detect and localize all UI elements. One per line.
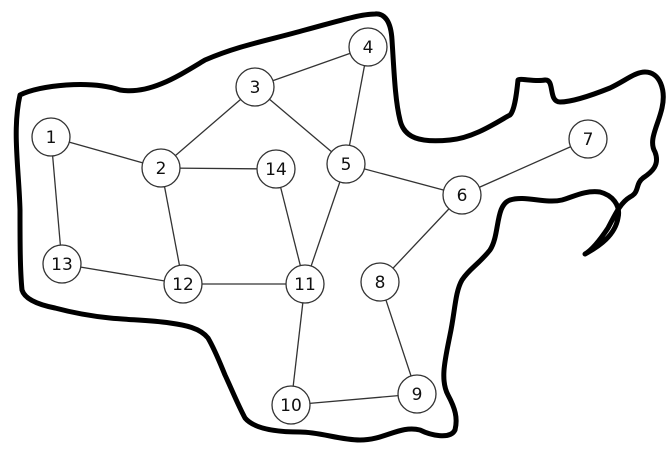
node-circle bbox=[360, 262, 400, 302]
edge-11-14 bbox=[275, 168, 306, 285]
node-9: 9 bbox=[397, 374, 437, 414]
node-label: 2 bbox=[156, 159, 167, 179]
node-1: 1 bbox=[31, 117, 71, 157]
edge-6-8 bbox=[379, 194, 463, 283]
node-circle bbox=[31, 117, 71, 157]
node-5: 5 bbox=[326, 144, 366, 184]
node-circle bbox=[141, 148, 181, 188]
edge-5-11 bbox=[304, 163, 347, 285]
node-label: 5 bbox=[341, 155, 352, 175]
edge-8-9 bbox=[379, 281, 418, 395]
node-label: 6 bbox=[457, 186, 468, 206]
node-13: 13 bbox=[42, 244, 82, 284]
edge-5-6 bbox=[345, 163, 463, 196]
node-circle bbox=[42, 244, 82, 284]
edge-3-4 bbox=[254, 46, 369, 88]
node-circle bbox=[326, 144, 366, 184]
node-circle bbox=[442, 175, 482, 215]
node-label: 1 bbox=[46, 128, 57, 148]
node-circle bbox=[397, 374, 437, 414]
node-circle bbox=[285, 264, 325, 304]
node-circle bbox=[256, 149, 296, 189]
edge-12-13 bbox=[61, 263, 184, 285]
node-label: 4 bbox=[363, 38, 374, 58]
node-label: 12 bbox=[172, 275, 194, 295]
node-11: 11 bbox=[285, 264, 325, 304]
node-14: 14 bbox=[256, 149, 296, 189]
node-circle bbox=[235, 67, 275, 107]
node-4: 4 bbox=[348, 27, 388, 67]
node-circle bbox=[348, 27, 388, 67]
node-label: 10 bbox=[280, 396, 302, 416]
node-label: 3 bbox=[250, 78, 261, 98]
edge-9-10 bbox=[290, 393, 418, 406]
edge-1-13 bbox=[50, 136, 63, 265]
node-8: 8 bbox=[360, 262, 400, 302]
node-12: 12 bbox=[163, 264, 203, 304]
edge-10-11 bbox=[290, 283, 306, 406]
edge-2-3 bbox=[160, 86, 256, 169]
edge-2-12 bbox=[160, 167, 184, 285]
node-circle bbox=[163, 264, 203, 304]
edges-layer bbox=[50, 46, 589, 406]
node-7: 7 bbox=[568, 119, 608, 159]
node-3: 3 bbox=[235, 67, 275, 107]
node-10: 10 bbox=[271, 385, 311, 425]
node-label: 11 bbox=[294, 275, 316, 295]
node-label: 7 bbox=[583, 130, 594, 150]
node-label: 9 bbox=[412, 385, 423, 405]
node-circle bbox=[568, 119, 608, 159]
edge-6-7 bbox=[461, 138, 589, 196]
node-label: 14 bbox=[265, 160, 287, 180]
node-label: 13 bbox=[51, 255, 73, 275]
node-label: 8 bbox=[375, 273, 386, 293]
node-6: 6 bbox=[442, 175, 482, 215]
edge-3-5 bbox=[254, 86, 347, 165]
edge-4-5 bbox=[345, 46, 369, 165]
region-outline bbox=[13, 11, 666, 443]
node-circle bbox=[271, 385, 311, 425]
node-2: 2 bbox=[141, 148, 181, 188]
